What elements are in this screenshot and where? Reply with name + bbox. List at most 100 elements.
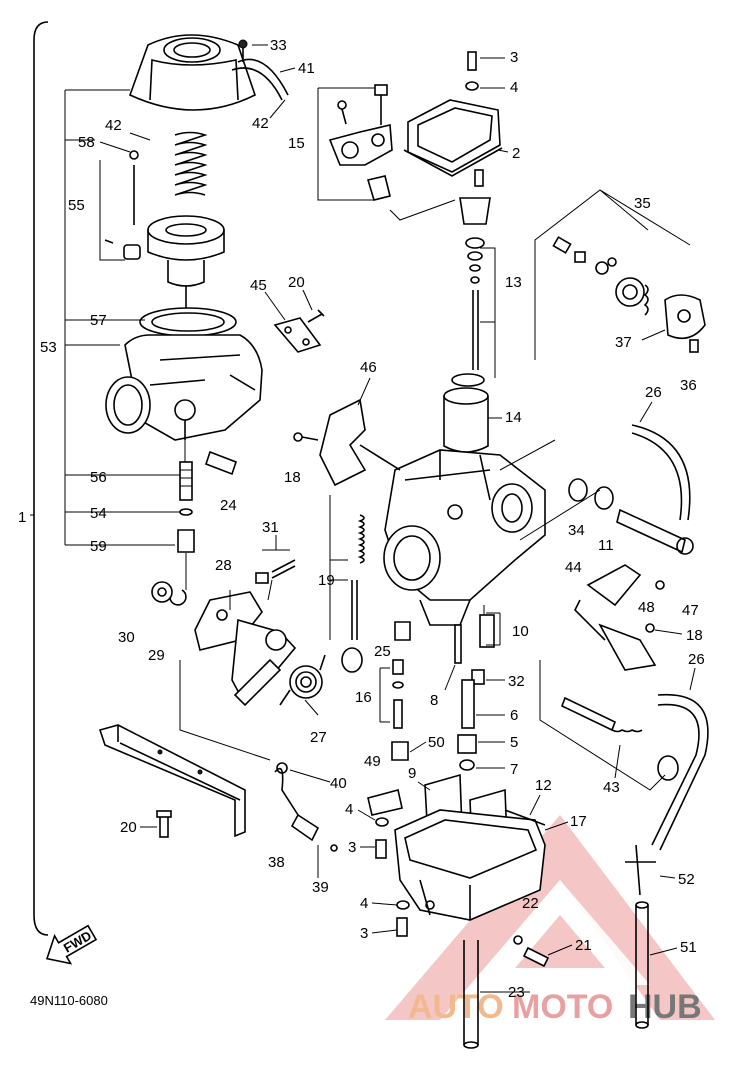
callout-26-lower: 26: [688, 651, 705, 668]
jet-needle: [99, 150, 141, 261]
callout-13: 13: [505, 274, 522, 291]
callout-49: 49: [364, 753, 381, 770]
callout-4-low: 4: [360, 895, 368, 912]
callout-18-right: 18: [686, 627, 703, 644]
callout-27: 27: [310, 729, 327, 746]
throttle-valve: [147, 215, 225, 335]
callout-52: 52: [678, 871, 695, 888]
callout-38: 38: [268, 854, 285, 871]
idle-adjust-screw: [329, 495, 365, 673]
fwd-arrow: FWD: [45, 924, 98, 965]
mounting-bracket: [98, 724, 246, 838]
t-fitting: [625, 844, 656, 896]
callout-59: 59: [90, 538, 107, 555]
callout-39: 39: [312, 879, 329, 896]
callout-4-top: 4: [510, 79, 518, 96]
callout-51: 51: [680, 939, 697, 956]
callout-8: 8: [430, 692, 438, 709]
pilot-screw: [255, 559, 296, 584]
callout-3-low: 3: [360, 925, 368, 942]
guide-lines: [184, 439, 601, 716]
callout-29: 29: [148, 647, 165, 664]
carb-body-main: [383, 449, 546, 626]
throttle-spring: [174, 131, 208, 196]
callout-25: 25: [374, 643, 391, 660]
drain-screw: [513, 935, 550, 968]
callout-6: 6: [510, 707, 518, 724]
pilot-jet: [379, 659, 404, 729]
callout-43: 43: [603, 779, 620, 796]
callout-30: 30: [118, 629, 135, 646]
callout-23: 23: [508, 984, 525, 1001]
callout-10: 10: [512, 623, 529, 640]
needle-assembly: [459, 169, 496, 378]
float-pin: [504, 809, 546, 826]
callout-42-left: 42: [105, 117, 122, 134]
callout-35: 35: [634, 195, 651, 212]
carb-body-left: [105, 307, 263, 441]
callout-40: 40: [330, 775, 347, 792]
callout-21: 21: [575, 937, 592, 954]
drain-hose-fitting: [179, 660, 338, 852]
callout-7: 7: [510, 761, 518, 778]
float-bowl: [394, 809, 546, 921]
callout-48: 48: [638, 599, 655, 616]
callouts: 33 41 42 42 58 55 57 53 45 20 56 24 54 5…: [40, 37, 705, 1001]
screw-20-lower: [156, 810, 172, 838]
fuel-screw: [539, 660, 679, 791]
vent-hose-lower: [651, 693, 709, 851]
callout-34: 34: [568, 522, 585, 539]
callout-28: 28: [215, 557, 232, 574]
callout-17: 17: [570, 813, 587, 830]
callout-9: 9: [408, 765, 416, 782]
choke-linkage: [574, 564, 665, 671]
callout-11: 11: [598, 537, 614, 554]
watermark-hub: HUB: [628, 988, 702, 1026]
throttle-linkage: [194, 591, 297, 707]
callout-15: 15: [288, 135, 305, 152]
bowl-screws: [375, 817, 410, 937]
vent-hose-upper: [631, 424, 691, 521]
callout-57: 57: [90, 312, 107, 329]
callout-44: 44: [565, 559, 582, 576]
callout-14: 14: [505, 409, 522, 426]
vacuum-piston: [443, 373, 489, 453]
callout-3-top: 3: [510, 49, 518, 66]
callout-58: 58: [78, 134, 95, 151]
callout-2: 2: [512, 145, 520, 162]
callout-3-mid: 3: [348, 839, 356, 856]
left-jets: [151, 450, 238, 606]
callout-46: 46: [360, 359, 377, 376]
callout-55: 55: [68, 197, 85, 214]
main-jets: [394, 612, 501, 685]
callout-56: 56: [90, 469, 107, 486]
callout-20-upper: 20: [288, 274, 305, 291]
callout-22: 22: [522, 895, 539, 912]
link-lever: [317, 84, 456, 221]
callout-24: 24: [220, 497, 237, 514]
watermark-moto: MOTO: [512, 988, 613, 1026]
callout-41: 41: [298, 60, 315, 77]
callout-36: 36: [680, 377, 697, 394]
callout-31: 31: [262, 519, 279, 536]
callout-37: 37: [615, 334, 632, 351]
group-bracket: 1: [18, 21, 180, 936]
callout-19: 19: [318, 572, 335, 589]
carb-top-cap: [128, 34, 289, 111]
callout-47: 47: [682, 602, 699, 619]
callout-20-lower: 20: [120, 819, 137, 836]
callout-16: 16: [355, 689, 372, 706]
watermark-auto: AUTO: [408, 988, 504, 1026]
callout-12: 12: [535, 777, 552, 794]
callout-50: 50: [428, 734, 445, 751]
callout-5: 5: [510, 734, 518, 751]
callout-42-top: 42: [252, 115, 269, 132]
callout-32: 32: [508, 673, 525, 690]
choke-parts: [568, 478, 694, 555]
throttle-return-spring: [279, 654, 326, 706]
callout-26-upper: 26: [645, 384, 662, 401]
accelerator-pump: [534, 189, 706, 360]
body-bracket: [293, 398, 401, 487]
group-marker: 1: [18, 509, 26, 526]
